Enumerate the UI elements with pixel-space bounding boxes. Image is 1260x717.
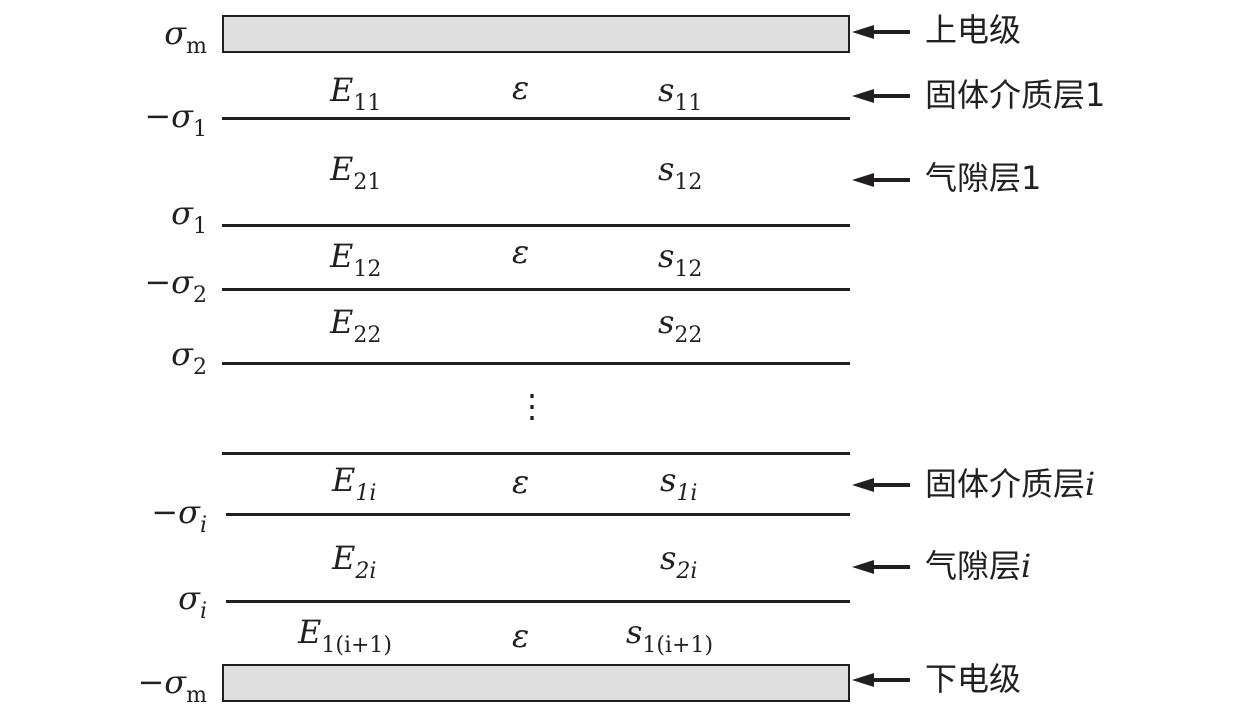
charge-label: σi <box>17 582 207 623</box>
charge-subscript: m <box>186 34 207 59</box>
charge-subscript: i <box>199 513 207 538</box>
label-gap-layer-1: 气隙层1 <box>925 159 1042 197</box>
charge-subscript: 1 <box>193 117 207 142</box>
interface-line <box>226 513 850 516</box>
charge-symbol: σ <box>171 335 193 373</box>
arrow-left-icon <box>852 25 910 39</box>
field-label: E1(i+1) <box>298 613 392 658</box>
charge-label: σ2 <box>17 338 207 379</box>
permittivity-label: ε <box>512 463 530 501</box>
label-solid-layer-1: 固体介质层1 <box>925 76 1106 114</box>
interface-line <box>222 288 850 291</box>
charge-label: σ1 <box>17 197 207 238</box>
charge-symbol: −σ <box>151 493 200 531</box>
thickness-label: s12 <box>658 237 703 282</box>
permittivity-label: ε <box>512 69 530 107</box>
thickness-label: s1i <box>660 461 698 506</box>
ellipsis: ⋮ <box>516 387 548 425</box>
charge-symbol: σ <box>164 14 187 52</box>
charge-symbol: σ <box>178 579 200 617</box>
arrow-left-icon <box>852 173 910 187</box>
thickness-label: s22 <box>658 303 703 348</box>
label-solid-layer-i: 固体介质层i <box>925 465 1096 503</box>
charge-label: −σ1 <box>17 100 207 141</box>
charge-subscript: m <box>186 683 207 708</box>
charge-symbol: −σ <box>144 263 193 301</box>
arrow-left-icon <box>852 478 910 492</box>
interface-line <box>222 362 850 365</box>
interface-line <box>222 452 850 455</box>
thickness-label: s11 <box>658 71 703 116</box>
charge-symbol: −σ <box>137 663 187 701</box>
arrow-left-icon <box>852 560 910 574</box>
charge-label: −σi <box>17 496 207 537</box>
label-bottom-electrode: 下电级 <box>925 660 1022 698</box>
bottom-electrode <box>222 664 850 702</box>
arrow-left-icon <box>852 89 910 103</box>
thickness-label: s12 <box>658 150 703 195</box>
field-label: E22 <box>330 303 382 348</box>
thickness-label: s1(i+1) <box>626 613 714 658</box>
charge-subscript: i <box>199 599 207 624</box>
field-label: E12 <box>330 237 382 282</box>
charge-subscript: 2 <box>193 355 207 380</box>
charge-symbol: σ <box>171 194 193 232</box>
field-label: E2i <box>332 539 377 584</box>
interface-line <box>226 600 850 603</box>
charge-label: −σ2 <box>17 266 207 307</box>
label-top-electrode: 上电级 <box>925 11 1022 49</box>
charge-subscript: 2 <box>193 283 207 308</box>
charge-bottom-electrode: −σm <box>17 666 207 707</box>
top-electrode <box>222 15 850 53</box>
interface-line <box>222 117 850 120</box>
field-label: E11 <box>330 71 382 116</box>
thickness-label: s2i <box>660 539 698 584</box>
interface-line <box>222 224 850 227</box>
charge-symbol: −σ <box>144 97 193 135</box>
permittivity-label: ε <box>512 617 530 655</box>
charge-top-electrode: σm <box>17 17 207 58</box>
permittivity-label: ε <box>512 233 530 271</box>
label-gap-layer-i: 气隙层i <box>925 547 1032 585</box>
charge-subscript: 1 <box>193 214 207 239</box>
arrow-left-icon <box>852 673 910 687</box>
field-label: E1i <box>332 461 377 506</box>
field-label: E21 <box>330 150 382 195</box>
